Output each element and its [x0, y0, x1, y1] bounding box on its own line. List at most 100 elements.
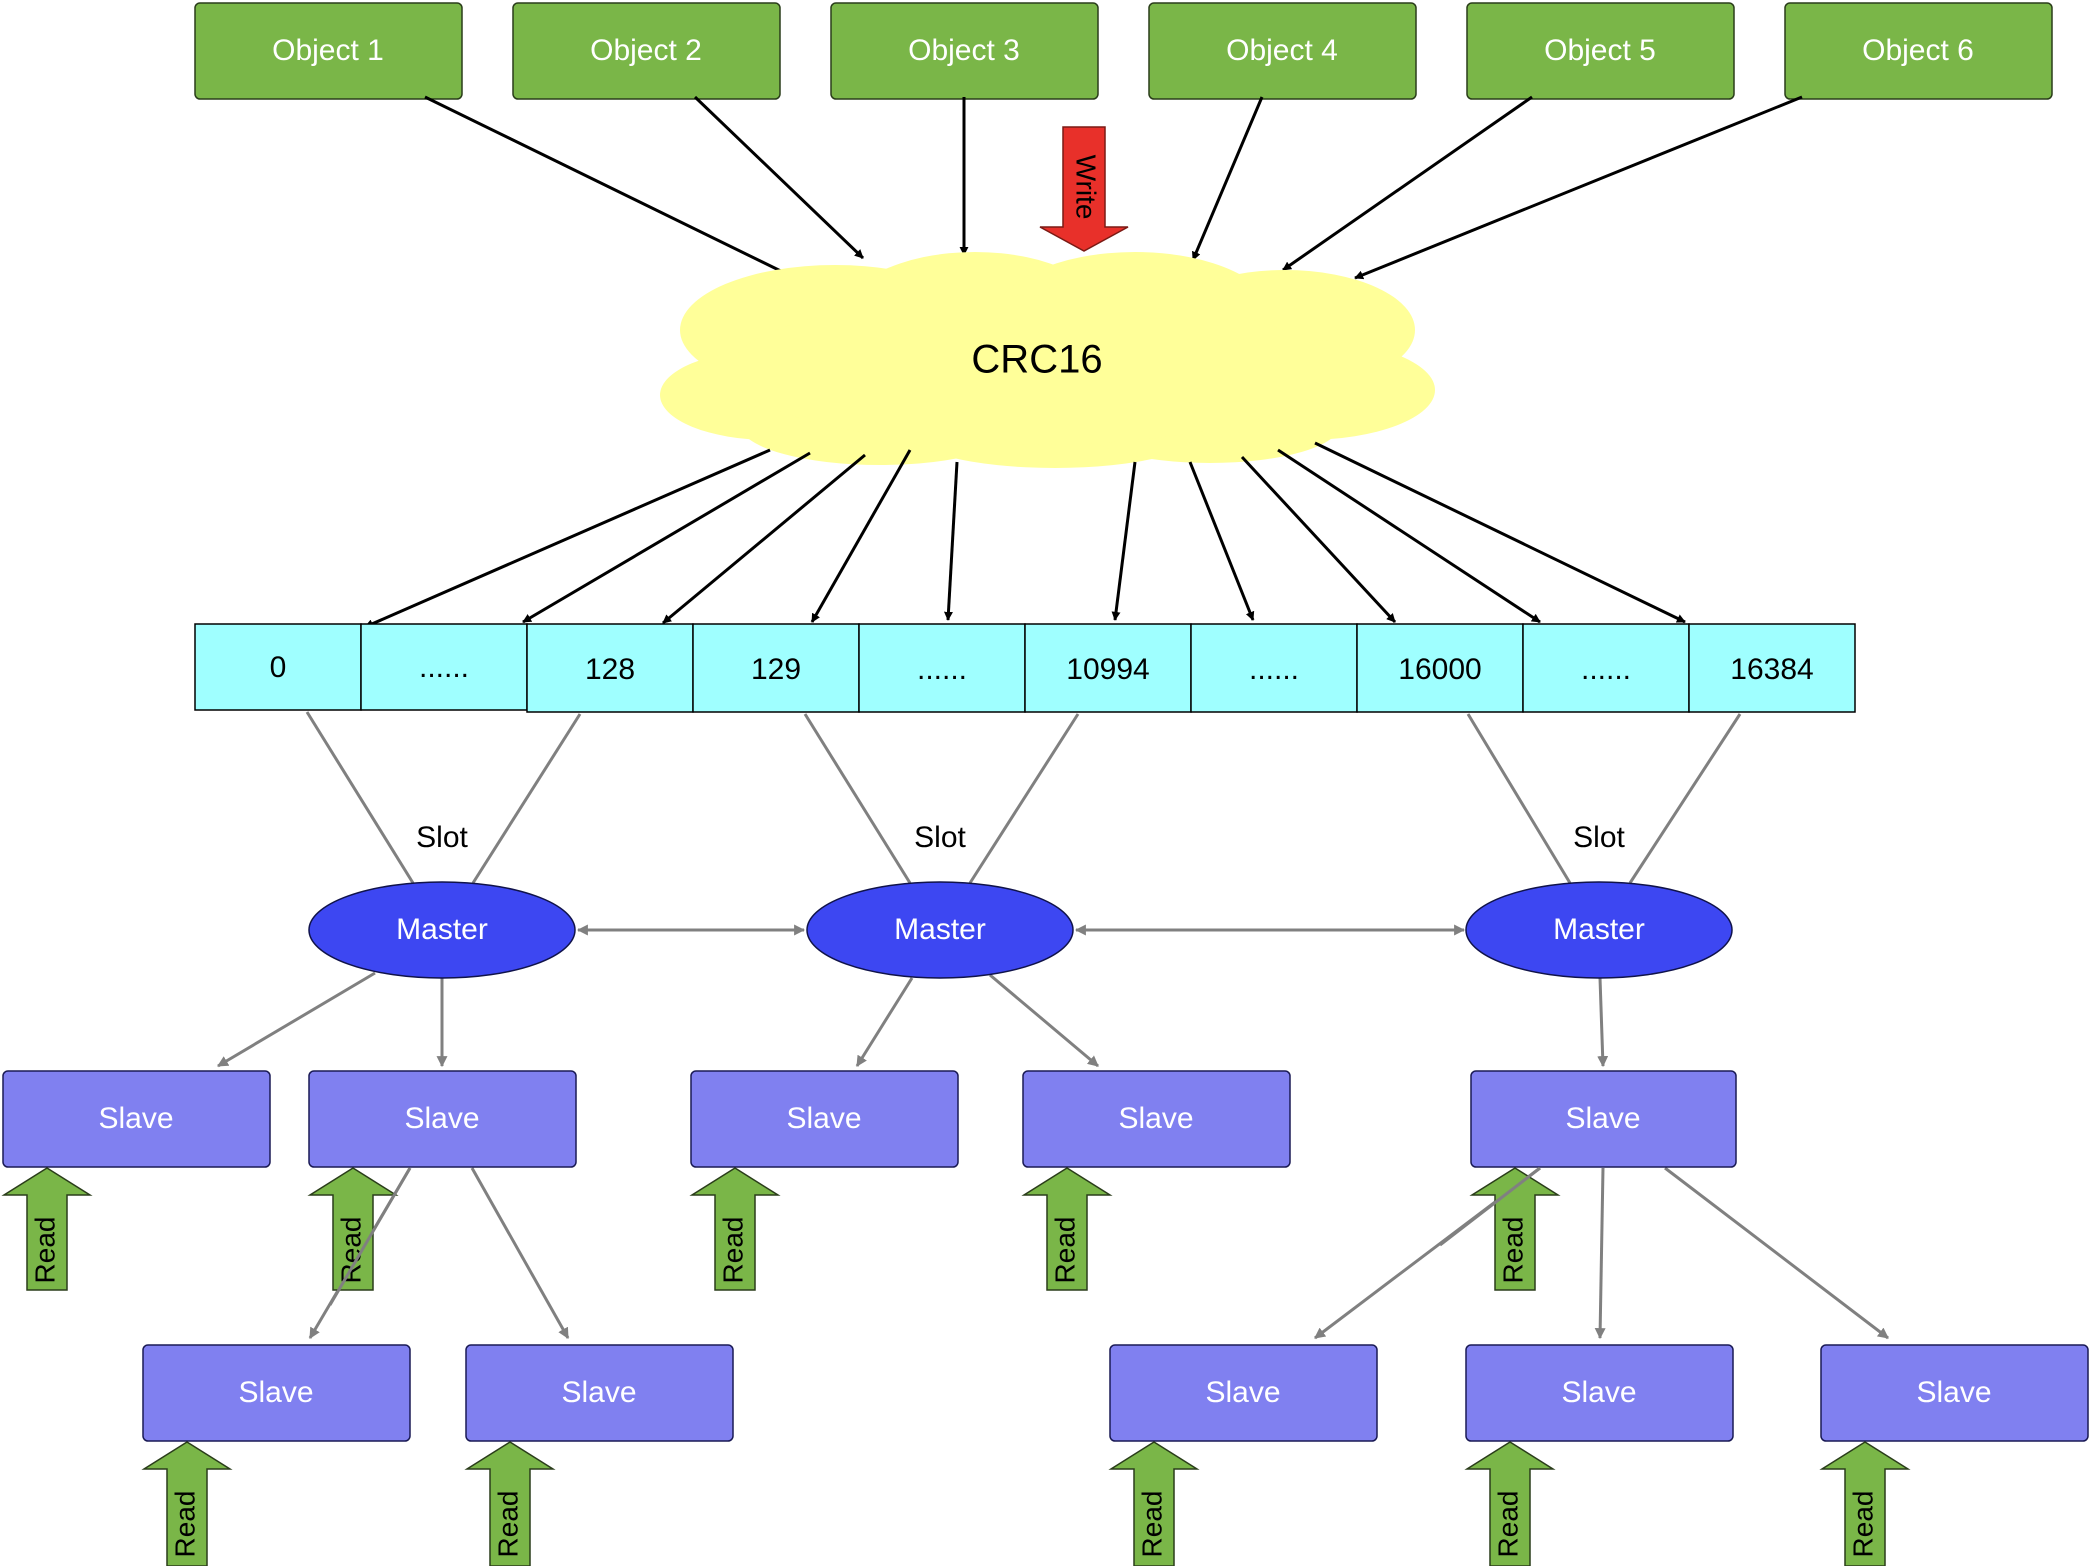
- hash-to-slot-arrows: [364, 441, 1686, 629]
- slot-cell: 16000: [1356, 623, 1524, 713]
- slave-nodes-row-1: Slave Slave Slave Slave Slave: [2, 1070, 1737, 1168]
- slot-cell: 128: [526, 623, 694, 713]
- read-arrow: Read: [689, 1167, 781, 1291]
- slot-cell: ......: [360, 623, 528, 711]
- edge-slave-to-subslave: [1594, 1167, 1606, 1340]
- arrow-hash-to-slot-3: [810, 449, 912, 623]
- slot-range-lines: [305, 711, 1742, 884]
- read-label: Read: [169, 1491, 200, 1558]
- slot-value: 16384: [1730, 653, 1813, 686]
- arrow-hash-to-slot-8: [1277, 448, 1541, 624]
- slot-line: [471, 713, 582, 884]
- master-node-1: Master: [308, 881, 576, 979]
- read-arrow: Read: [1021, 1167, 1113, 1291]
- object-6-label: Object 6: [1862, 34, 1974, 67]
- master-label: Master: [396, 913, 488, 946]
- slot-value: ......: [1581, 653, 1631, 686]
- read-label: Read: [1847, 1491, 1878, 1558]
- object-2-label: Object 2: [590, 34, 702, 67]
- read-label: Read: [492, 1491, 523, 1558]
- slot-label-2: Slot: [914, 821, 966, 854]
- read-arrow: Read: [464, 1441, 556, 1566]
- overlay-edge: [328, 1167, 412, 1306]
- slave-node: Slave: [142, 1344, 411, 1442]
- read-label: Read: [29, 1217, 60, 1284]
- slot-cell: 129: [692, 623, 860, 713]
- object-1-box: Object 1: [194, 2, 463, 100]
- arrow-object-4-to-hash: [1191, 96, 1264, 261]
- edge-slave-to-subslave: [1664, 1166, 1889, 1340]
- read-arrow: Read: [307, 1167, 399, 1291]
- slot-label-3: Slot: [1573, 821, 1625, 854]
- object-5-label: Object 5: [1544, 34, 1656, 67]
- crc16-hash-cloud: CRC16: [660, 252, 1435, 468]
- arrow-hash-to-slot-4: [943, 461, 959, 621]
- arrow-hash-to-slot-2: [662, 453, 866, 625]
- object-boxes: Object 1 Object 2 Object 3 Object 4 Obje…: [194, 2, 2053, 100]
- crc16-label: CRC16: [971, 338, 1102, 382]
- master-node-2: Master: [806, 881, 1074, 979]
- read-label: Read: [1049, 1217, 1080, 1284]
- edge-master-2-to-slave: [989, 973, 1099, 1068]
- read-label: Read: [717, 1217, 748, 1284]
- slot-line: [1628, 713, 1742, 884]
- slot-value: 10994: [1066, 653, 1149, 686]
- slot-cell: ......: [1522, 623, 1690, 713]
- slave-node: Slave: [1820, 1344, 2089, 1442]
- arrow-hash-to-slot-5: [1111, 461, 1137, 621]
- slave-nodes-row-2: Slave Slave Slave Slave Slave: [142, 1344, 2089, 1442]
- arrow-hash-to-slot-6: [1188, 461, 1255, 621]
- slave-label: Slave: [238, 1376, 313, 1409]
- arrow-object-1-to-hash: [424, 95, 794, 279]
- object-5-box: Object 5: [1466, 2, 1735, 100]
- arrow-object-2-to-hash: [693, 95, 865, 260]
- slot-cell: 16384: [1688, 623, 1856, 713]
- edge-master-1-to-slave: [217, 971, 376, 1068]
- master-nodes: Master Master Master: [308, 881, 1733, 979]
- arrow-hash-to-slot-7: [1240, 455, 1397, 624]
- slave-label: Slave: [98, 1102, 173, 1135]
- slot-label-1: Slot: [416, 821, 468, 854]
- read-arrow: Read: [1819, 1441, 1911, 1566]
- object-2-box: Object 2: [512, 2, 781, 100]
- slave-node: Slave: [308, 1070, 577, 1168]
- slave-label: Slave: [1118, 1102, 1193, 1135]
- slot-line: [968, 713, 1080, 884]
- arrow-hash-to-slot-0: [364, 448, 771, 629]
- slave-node: Slave: [2, 1070, 271, 1168]
- slot-value: ......: [1249, 653, 1299, 686]
- edge-slave-to-subslave: [470, 1167, 570, 1339]
- slot-cell: 0: [194, 623, 362, 711]
- slot-line: [1466, 713, 1572, 884]
- slave-node: Slave: [1470, 1070, 1737, 1168]
- read-arrow: Read: [1469, 1167, 1561, 1291]
- slave-label: Slave: [786, 1102, 861, 1135]
- master-node-3: Master: [1465, 881, 1733, 979]
- master-label: Master: [894, 913, 986, 946]
- write-arrow: Write: [1039, 126, 1129, 252]
- object-3-box: Object 3: [830, 2, 1099, 100]
- object-6-box: Object 6: [1784, 2, 2053, 100]
- object-4-box: Object 4: [1148, 2, 1417, 100]
- slot-line: [803, 713, 912, 884]
- edge-master-3-to-slave: [1597, 977, 1609, 1068]
- slot-value: ......: [419, 651, 469, 684]
- slave-label: Slave: [1565, 1102, 1640, 1135]
- slave-node: Slave: [1022, 1070, 1291, 1168]
- arrow-object-5-to-hash: [1282, 95, 1533, 272]
- read-label: Read: [1492, 1491, 1523, 1558]
- object-4-label: Object 4: [1226, 34, 1338, 67]
- master-label: Master: [1553, 913, 1645, 946]
- slave-node: Slave: [1465, 1344, 1734, 1442]
- read-label: Read: [1136, 1491, 1167, 1558]
- edge-master-2-to-slave: [855, 977, 914, 1067]
- slot-value: 128: [585, 653, 635, 686]
- slot-line: [305, 711, 415, 884]
- slave-label: Slave: [1205, 1376, 1280, 1409]
- slot-array: 0 ...... 128 129 ...... 10994 ...... 16: [194, 623, 1856, 713]
- slave-label: Slave: [561, 1376, 636, 1409]
- slave-node: Slave: [690, 1070, 959, 1168]
- slave-node: Slave: [465, 1344, 734, 1442]
- arrow-hash-to-slot-9: [1314, 441, 1686, 624]
- slot-cell: ......: [858, 623, 1026, 713]
